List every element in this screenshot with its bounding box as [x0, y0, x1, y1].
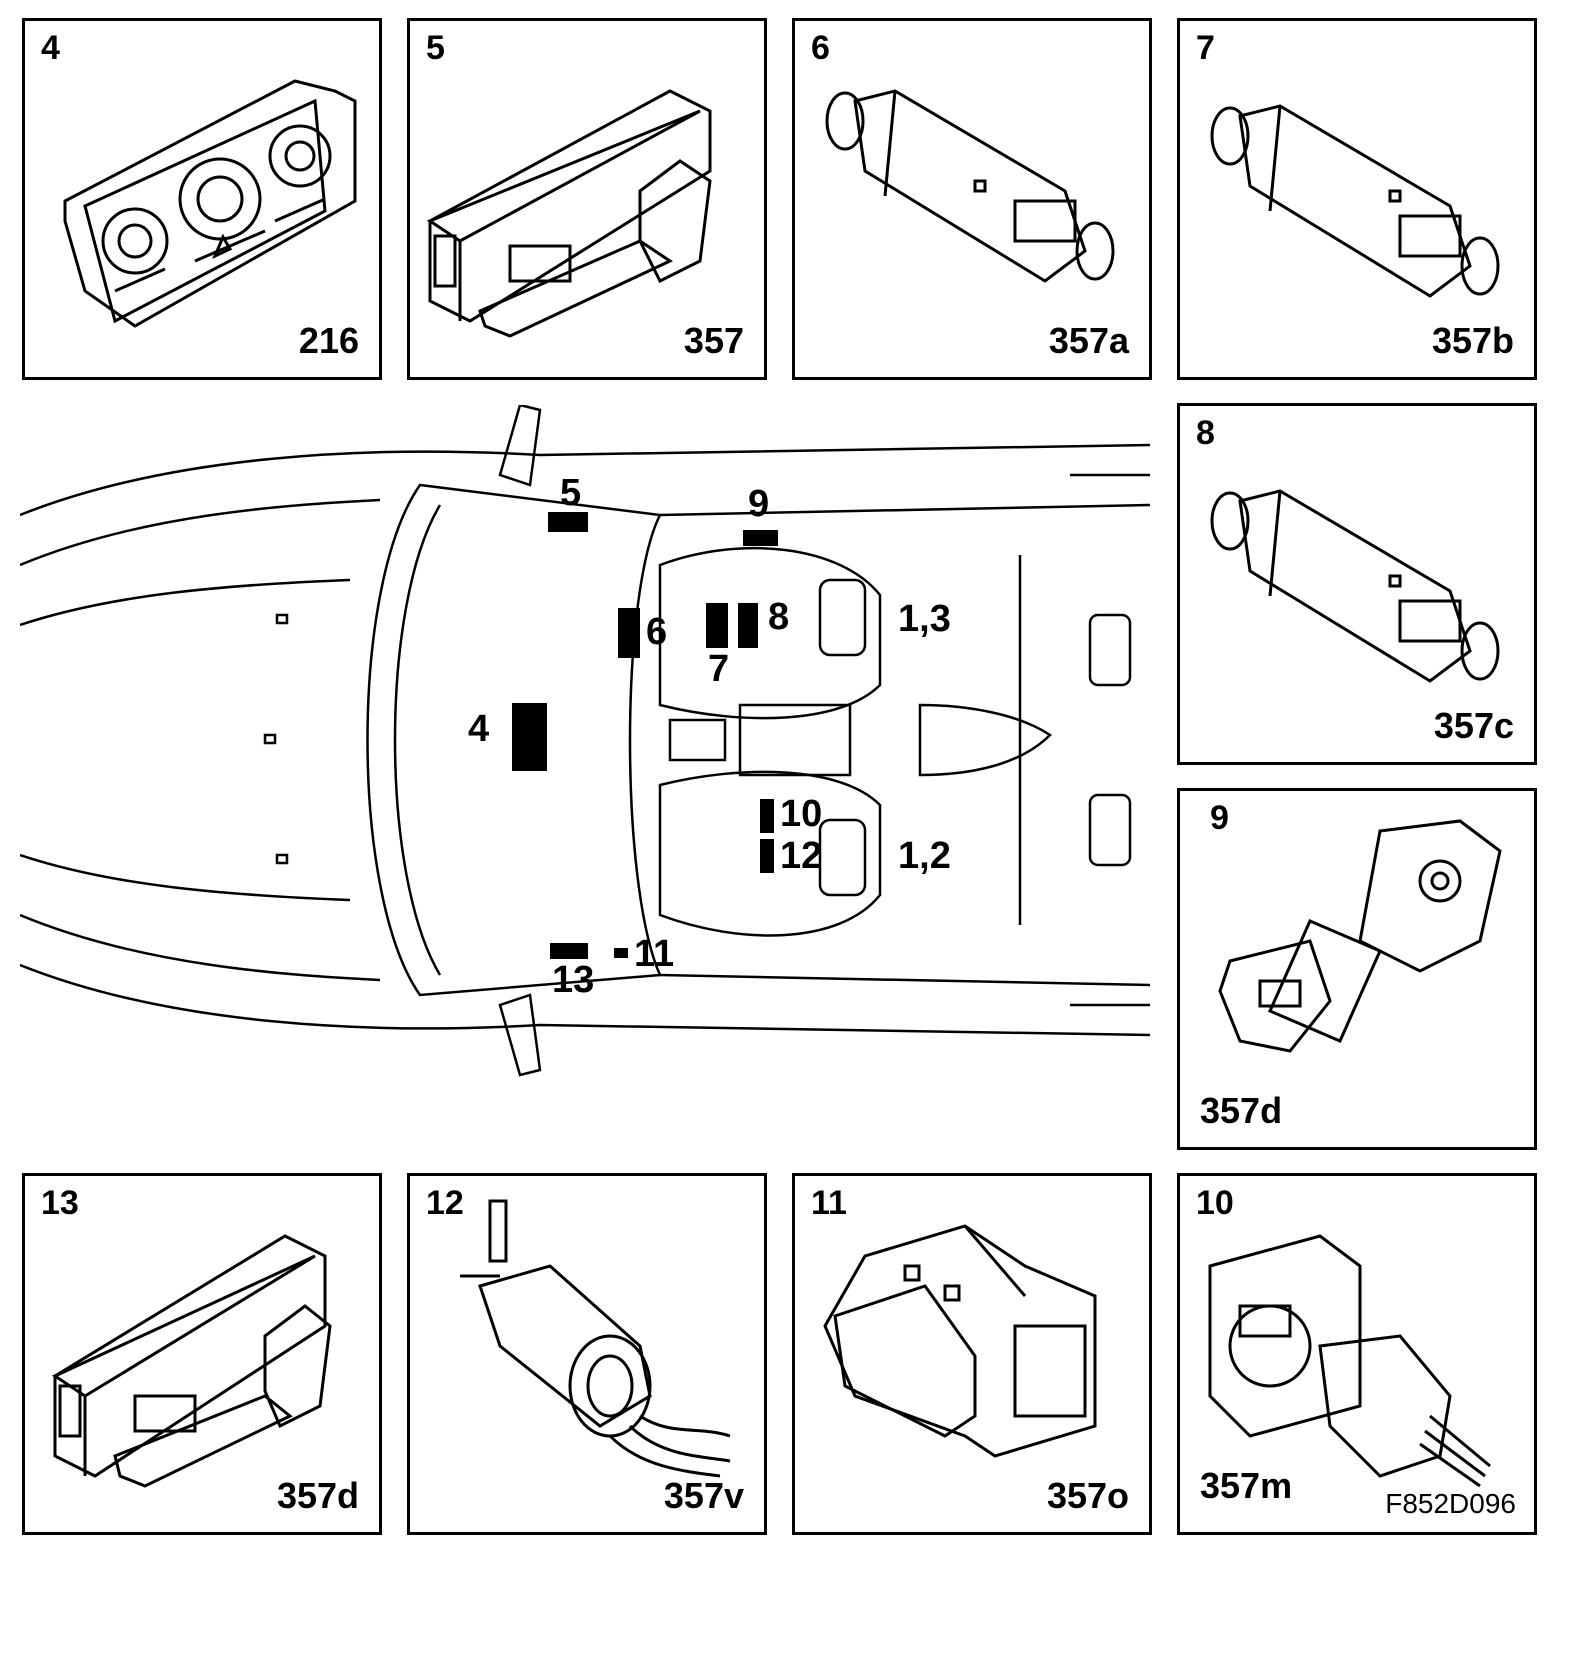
location-marker-4 — [512, 703, 547, 771]
location-marker-9 — [743, 530, 778, 546]
part-code: 357d — [1200, 1090, 1283, 1131]
panel-9: 9 357d — [1177, 788, 1537, 1150]
gear-motor-icon — [1218, 819, 1502, 1053]
panel-7: 7 357b — [1177, 18, 1537, 380]
car-top-view: 5 9 6 8 7 1,3 4 10 12 1,2 11 13 — [19, 403, 1151, 1145]
part-code: 357v — [663, 1475, 744, 1516]
panel-number: 5 — [426, 29, 445, 67]
part-code: 357a — [1048, 320, 1129, 361]
panel-11: 11 357o — [792, 1173, 1152, 1535]
callout-11: 11 — [634, 933, 675, 975]
actuator-motor-icon — [825, 89, 1115, 283]
panel-10: 10 357m F852D096 — [1177, 1173, 1537, 1535]
location-marker-12 — [760, 839, 774, 873]
part-code: 216 — [298, 320, 359, 361]
rocker-switch-icon — [823, 1224, 1097, 1458]
panel-number: 11 — [811, 1184, 847, 1222]
panel-4: 4 216 — [22, 18, 382, 380]
actuator-motor-icon — [1210, 104, 1500, 298]
callout-5: 5 — [560, 472, 582, 514]
solenoid-valve-icon — [460, 1199, 731, 1478]
callout-6: 6 — [646, 611, 668, 653]
panel-number: 6 — [811, 29, 830, 67]
part-code: 357d — [276, 1475, 359, 1516]
part-code: 357m — [1200, 1465, 1293, 1506]
panel-number: 12 — [426, 1184, 464, 1222]
panel-5: 5 357 — [407, 18, 767, 380]
callout-7: 7 — [708, 648, 730, 690]
actuator-motor-icon — [1210, 489, 1500, 683]
panel-number: 8 — [1196, 414, 1215, 452]
callout-13: 13 — [552, 959, 595, 1001]
climate-control-unit-icon — [63, 79, 357, 328]
callout-10: 10 — [780, 793, 823, 835]
location-marker-5 — [548, 512, 588, 532]
location-marker-13 — [550, 943, 588, 959]
location-marker-7 — [706, 603, 728, 648]
seat-switch-module-icon — [426, 89, 712, 338]
part-code: 357o — [1046, 1475, 1129, 1516]
panel-12: 12 357v — [407, 1173, 767, 1535]
callout-12: 12 — [780, 835, 823, 877]
location-marker-8 — [738, 603, 758, 648]
callout-8: 8 — [768, 596, 790, 638]
panel-number: 13 — [41, 1184, 79, 1222]
callout-4: 4 — [468, 708, 490, 750]
location-marker-11 — [614, 948, 628, 958]
callout-front-seat-right: 1,2 — [898, 835, 951, 877]
panel-number: 7 — [1196, 29, 1215, 67]
panel-number: 4 — [41, 29, 60, 67]
part-code: 357 — [683, 320, 744, 361]
seat-switch-module-icon — [51, 1234, 332, 1488]
part-code: 357b — [1431, 320, 1514, 361]
panel-13: 13 357d — [22, 1173, 382, 1535]
callout-front-seat-left: 1,3 — [898, 598, 951, 640]
gear-motor-icon — [1208, 1234, 1491, 1488]
document-id: F852D096 — [1385, 1488, 1516, 1519]
part-code: 357c — [1433, 705, 1514, 746]
callout-9: 9 — [748, 483, 770, 525]
location-marker-6 — [618, 608, 640, 658]
panel-number: 10 — [1196, 1184, 1234, 1222]
location-marker-10 — [760, 799, 774, 833]
panel-6: 6 357a — [792, 18, 1152, 380]
panel-8: 8 357c — [1177, 403, 1537, 765]
panel-number: 9 — [1210, 799, 1229, 837]
